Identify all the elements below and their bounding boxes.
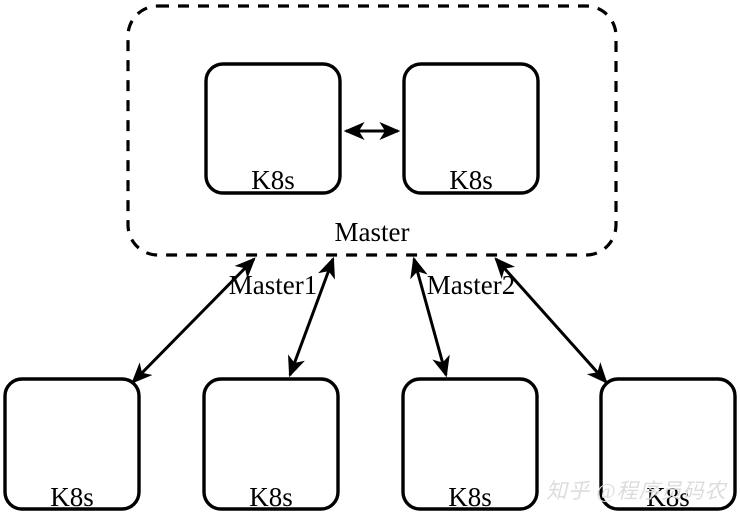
- watermark: 知乎 @程序员码农: [546, 479, 727, 503]
- connector-master-node3: [410, 256, 450, 378]
- master2-box[interactable]: [402, 62, 540, 195]
- node1-box[interactable]: [3, 377, 141, 511]
- connector-master-node2: [288, 256, 335, 378]
- connector-master-node4: [494, 257, 608, 384]
- connector-master-node1: [131, 257, 256, 384]
- node4-box[interactable]: [599, 377, 737, 511]
- master-group-label: Master: [334, 217, 410, 247]
- node3-box[interactable]: [401, 377, 539, 511]
- master1-box[interactable]: [204, 62, 342, 195]
- node2-box[interactable]: [202, 377, 340, 511]
- master-group-boundary: [126, 4, 618, 257]
